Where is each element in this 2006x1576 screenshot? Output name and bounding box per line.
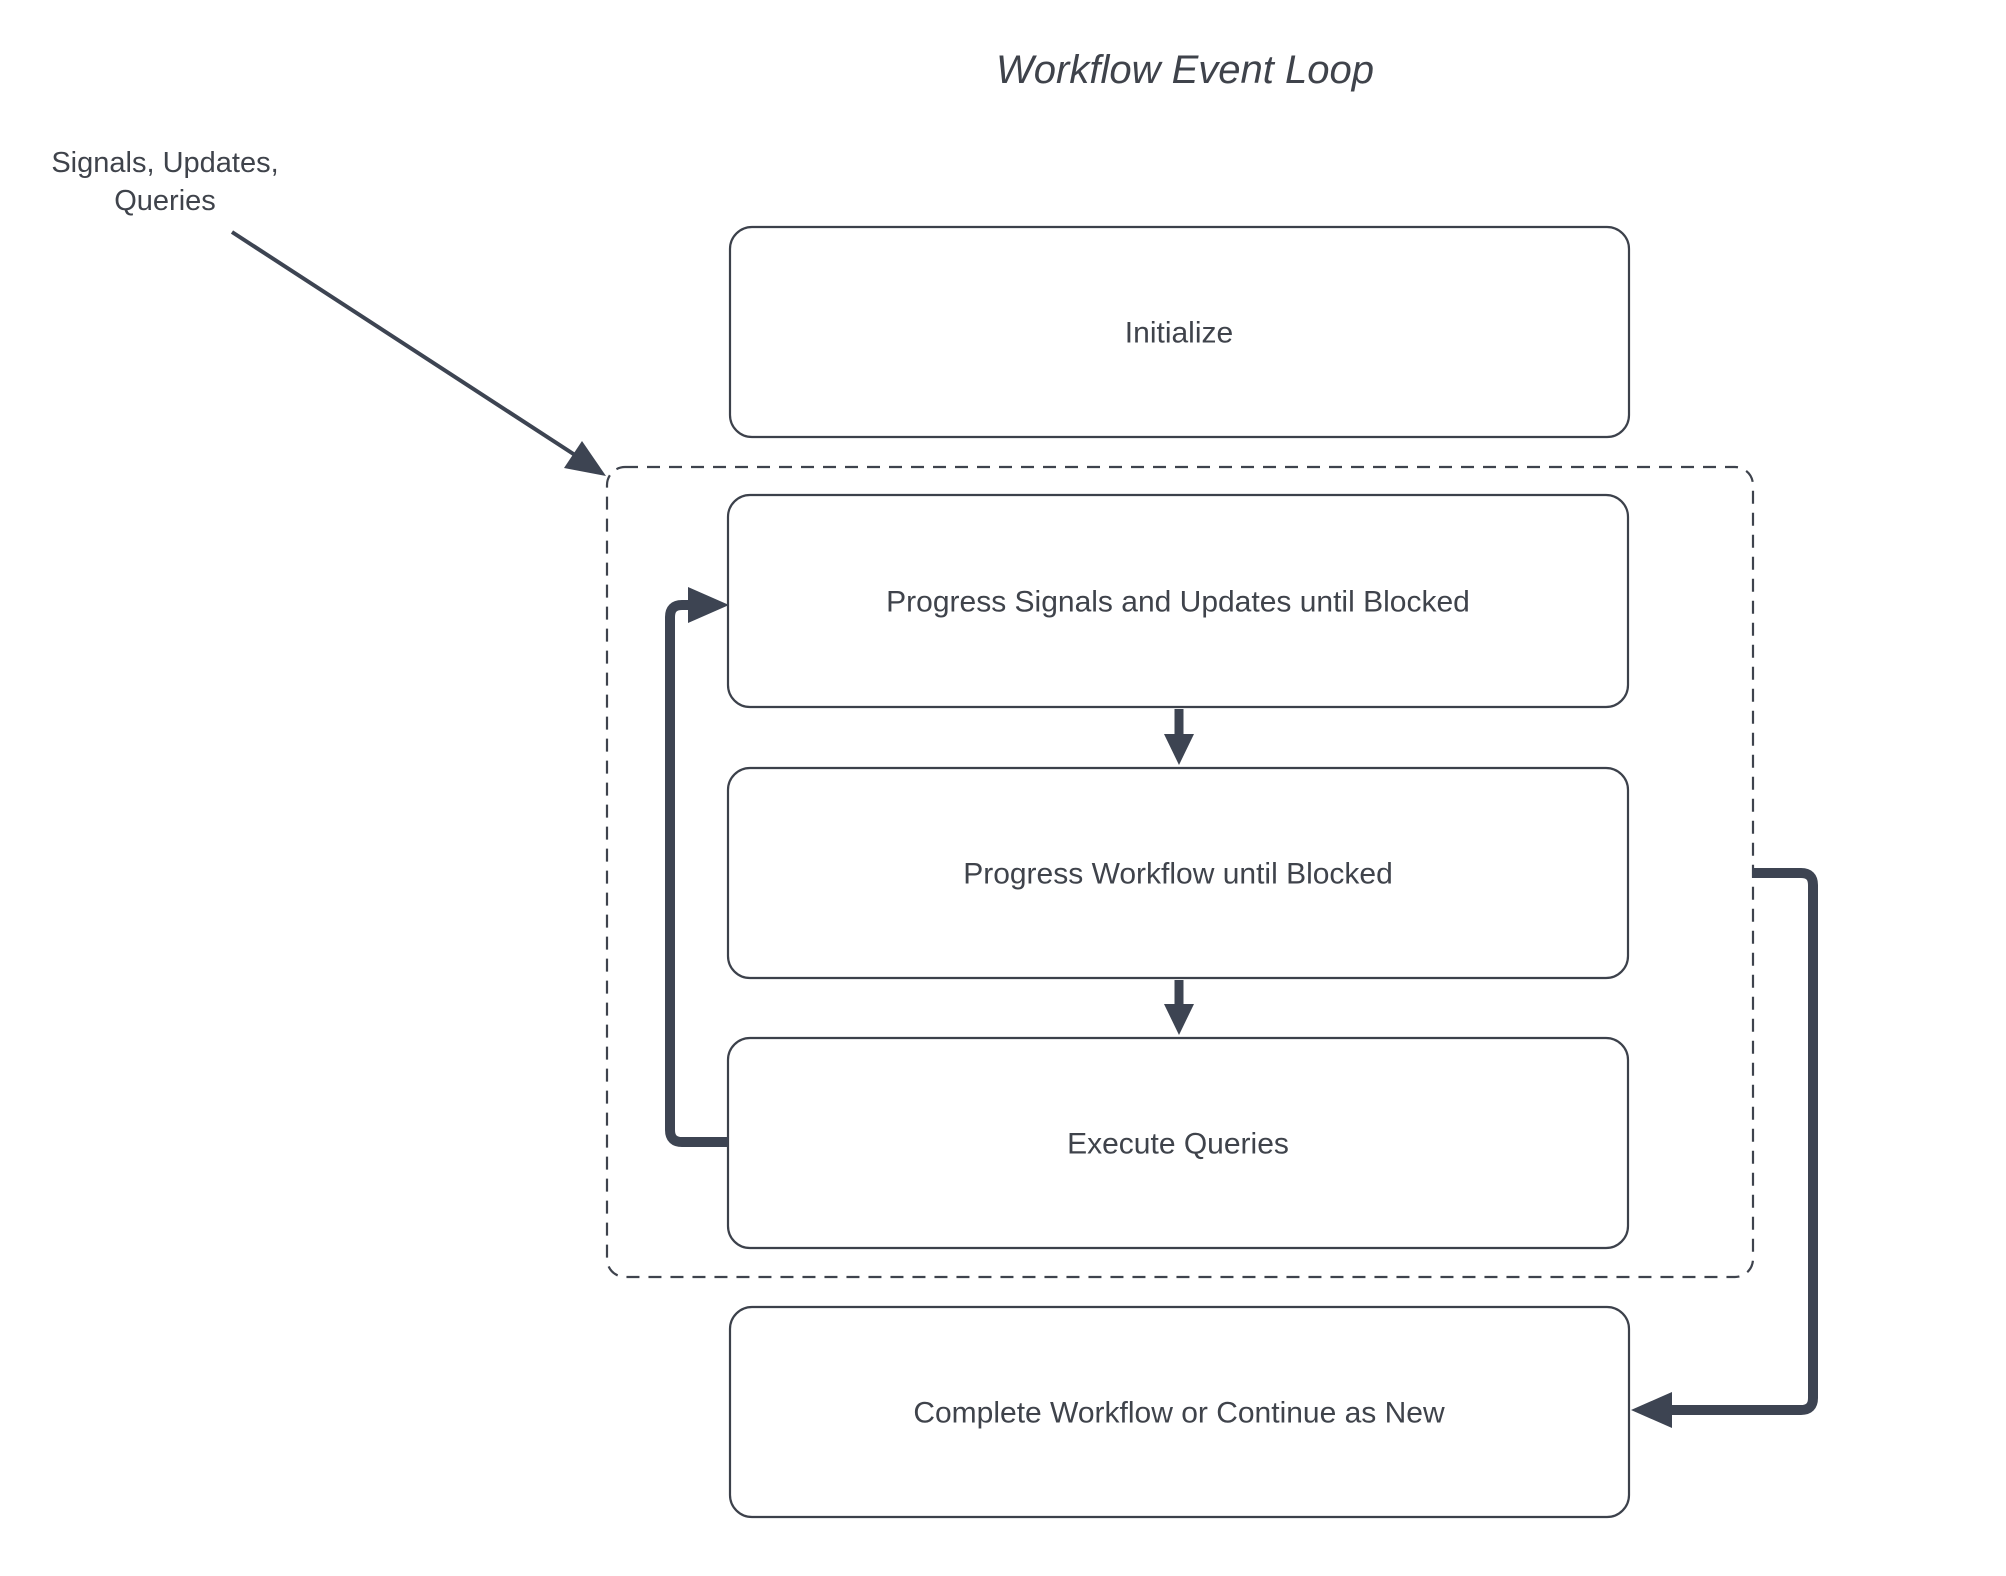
annotation-arrow [230, 230, 577, 457]
node-execute-queries-label: Execute Queries [1067, 1128, 1289, 1161]
node-initialize-label: Initialize [1125, 317, 1233, 350]
annotation-signals-updates-line1: Signals, Updates, [51, 147, 278, 179]
down-arrow-1-head-icon [1164, 734, 1194, 765]
annotation-arrowhead-icon [564, 441, 606, 476]
loop-back-arrowhead-icon [688, 587, 729, 623]
down-arrow-2-head-icon [1164, 1004, 1194, 1035]
exit-arrowhead-icon [1631, 1392, 1672, 1428]
loop-back-arrow [665, 600, 728, 1147]
node-progress-signals [726, 493, 1630, 709]
node-initialize [728, 225, 1631, 439]
node-progress-signals-label: Progress Signals and Updates until Block… [886, 586, 1470, 619]
exit-arrow [1672, 868, 1818, 1415]
node-progress-workflow-label: Progress Workflow until Blocked [963, 858, 1393, 891]
annotation-signals-updates-line2: Queries [114, 185, 216, 217]
node-complete-workflow [728, 1305, 1631, 1519]
diagram-title: Workflow Event Loop [996, 48, 1374, 92]
node-complete-workflow-label: Complete Workflow or Continue as New [913, 1397, 1445, 1430]
node-progress-workflow [726, 766, 1630, 980]
